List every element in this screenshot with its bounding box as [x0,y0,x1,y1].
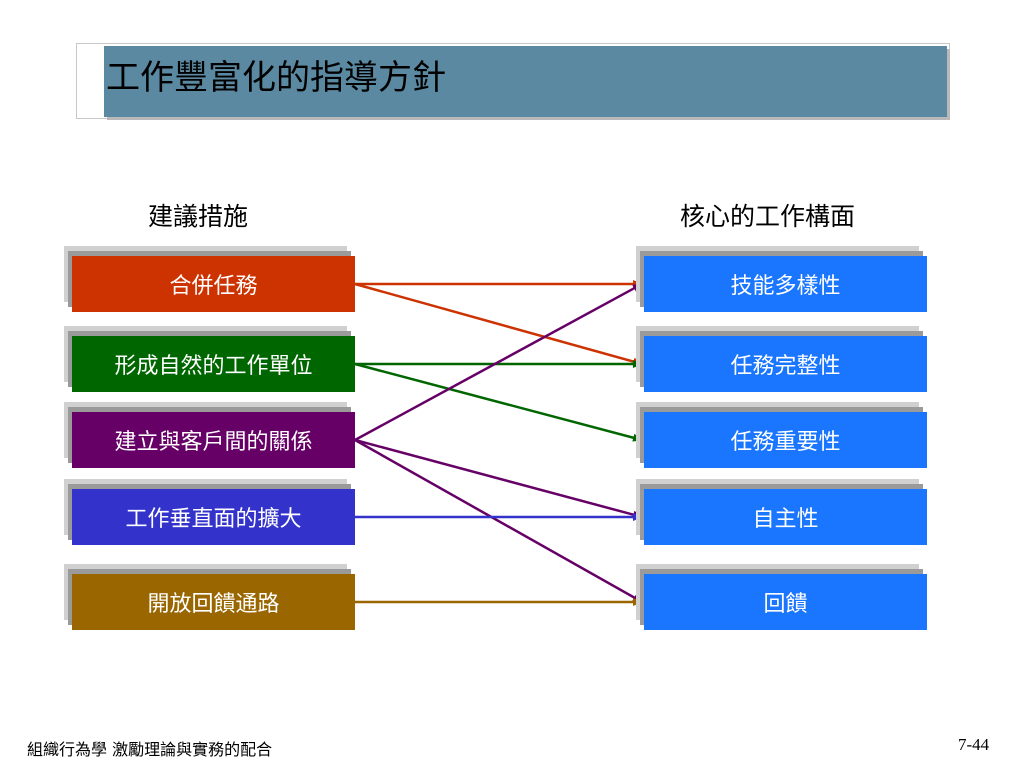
right-column-heading: 核心的工作構面 [680,202,856,231]
title-bar [104,46,947,117]
dimension-box: 任務完整性 [644,336,927,392]
action-box: 合併任務 [72,256,355,312]
action-box: 形成自然的工作單位 [72,336,355,392]
footer-page-number: 7-44 [958,735,990,754]
action-box: 建立與客戶間的關係 [72,412,355,468]
slide-title: 工作豐富化的指導方針 [106,58,446,98]
dimension-box: 任務重要性 [644,412,927,468]
connector-arrow [354,282,643,442]
connector-arrow [354,438,643,519]
footer-course-title: 組織行為學 激勵理論與實務的配合 [27,740,273,759]
dimension-box: 回饋 [644,574,927,630]
connector-arrow [354,362,643,442]
connector-arrow [354,438,643,604]
dimension-box: 自主性 [644,489,927,545]
dimension-box: 技能多樣性 [644,256,927,312]
connector-arrow [354,282,643,366]
left-column-heading: 建議措施 [148,202,249,231]
action-box: 開放回饋通路 [72,574,355,630]
action-box: 工作垂直面的擴大 [72,489,355,545]
